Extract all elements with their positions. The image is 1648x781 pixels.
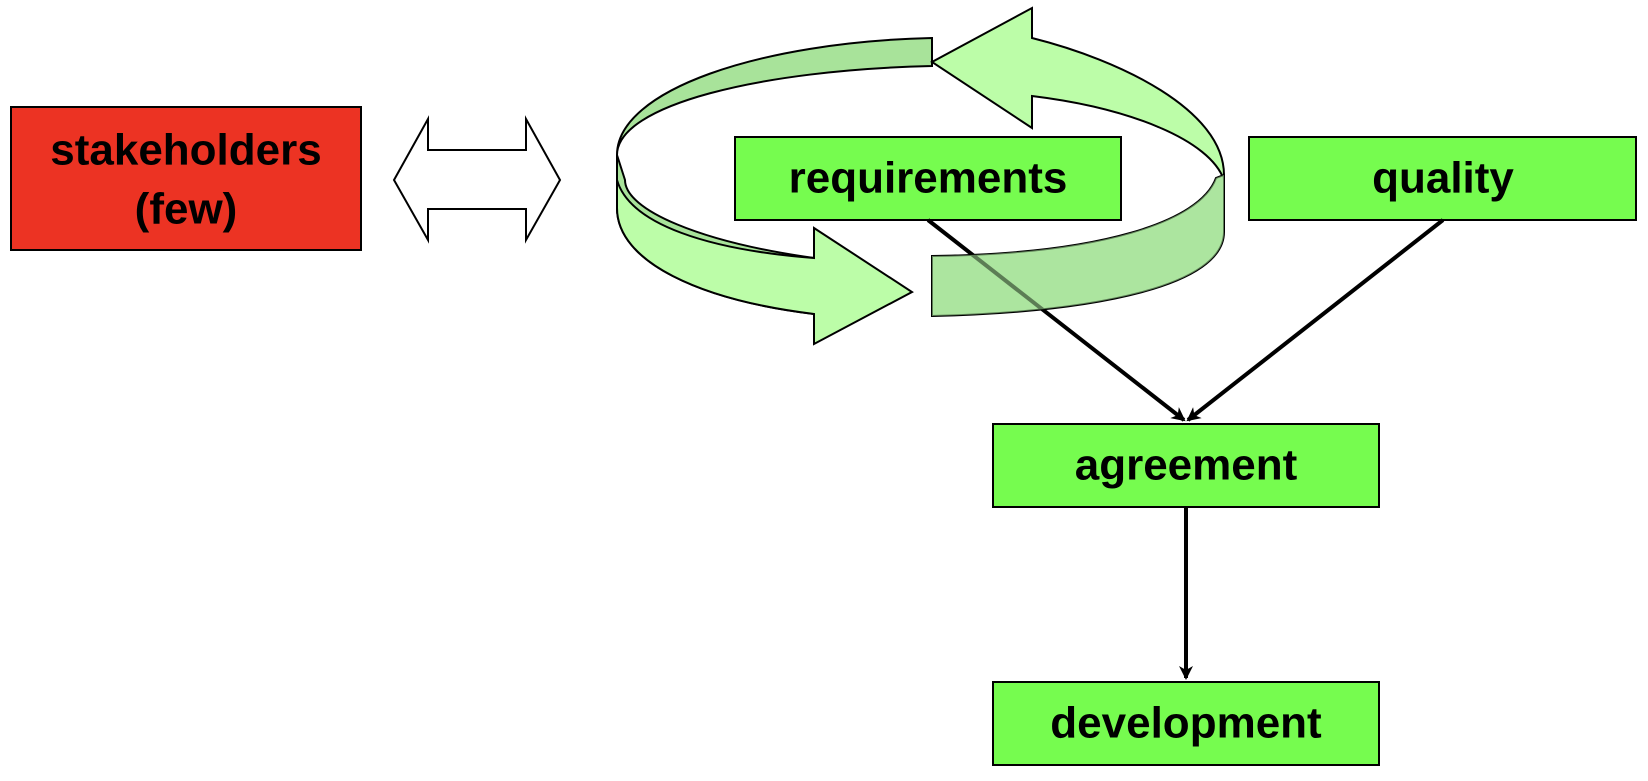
development-box bbox=[992, 681, 1380, 766]
requirements-box bbox=[734, 136, 1122, 221]
requirements-node: requirements bbox=[734, 136, 1122, 221]
cycle-top-arrow bbox=[930, 6, 1225, 181]
cycle-right-ribbon-overlay bbox=[932, 175, 1224, 316]
quality-label: quality bbox=[1372, 154, 1514, 203]
agreement-label: agreement bbox=[1075, 441, 1298, 490]
quality-to-agreement-arrow bbox=[1186, 218, 1445, 422]
development-label: development bbox=[1050, 699, 1322, 748]
development-node: development bbox=[992, 681, 1380, 766]
double-arrow-icon bbox=[392, 115, 562, 244]
stakeholders-node: stakeholders (few) bbox=[10, 106, 362, 251]
requirements-to-agreement-arrow bbox=[926, 218, 1186, 422]
requirements-label: requirements bbox=[789, 154, 1068, 203]
stakeholders-sublabel: (few) bbox=[135, 185, 238, 234]
quality-node: quality bbox=[1248, 136, 1637, 221]
quality-box bbox=[1248, 136, 1637, 221]
stakeholders-label: stakeholders bbox=[50, 126, 321, 175]
agreement-box bbox=[992, 423, 1380, 508]
agreement-node: agreement bbox=[992, 423, 1380, 508]
cycle-bottom-arrow bbox=[616, 179, 914, 346]
stakeholders-box bbox=[10, 106, 362, 251]
